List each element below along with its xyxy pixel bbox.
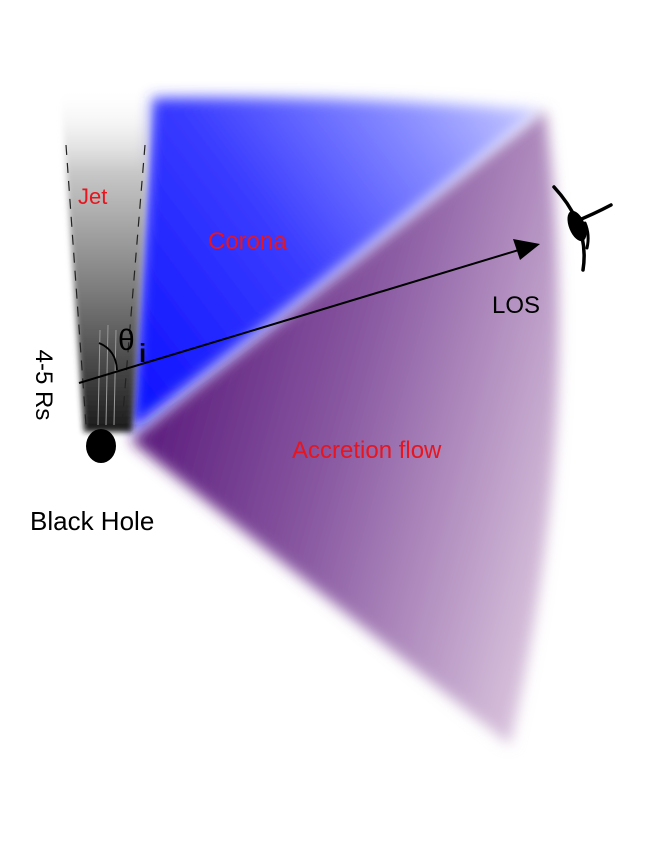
height-label: 4-5 Rs (30, 350, 57, 421)
los-label: LOS (492, 292, 540, 319)
corona-region (130, 97, 540, 432)
accretion-flow-region (130, 110, 559, 745)
eye-icon (552, 185, 613, 272)
corona-label: Corona (208, 228, 287, 255)
jet-dashed-line-right (121, 144, 146, 426)
inclination-angle-arc (98, 342, 118, 371)
jet-label: Jet (78, 184, 107, 209)
theta-symbol: θ (118, 324, 135, 357)
accretion-flow-label: Accretion flow (292, 437, 442, 464)
theta-subscript: i (139, 338, 146, 368)
black-hole-dot (86, 429, 116, 463)
jet-thin-line-3 (113, 329, 117, 426)
black-hole-label: Black Hole (30, 506, 154, 536)
los-arrowhead (513, 239, 540, 260)
los-arrow-line (78, 248, 523, 384)
